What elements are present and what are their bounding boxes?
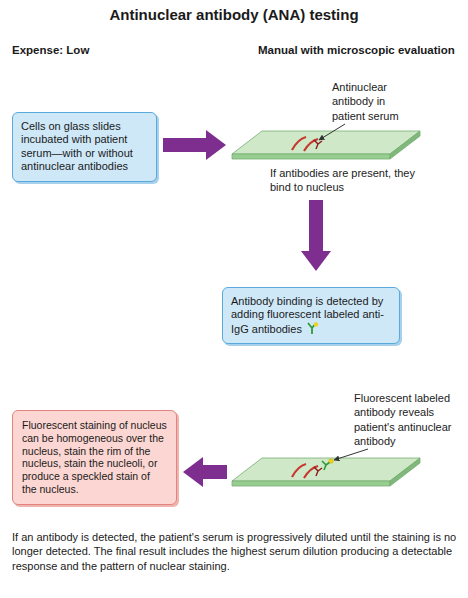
- slide-shape: [232, 455, 420, 489]
- slide-side: [390, 458, 420, 486]
- header-label: Expense: Low: [12, 44, 89, 56]
- process-box: Antibody binding is detected by adding f…: [222, 287, 400, 344]
- box-text: Cells on glass slides incubated with pat…: [21, 120, 148, 174]
- header-label: Manual with microscopic evaluation: [258, 44, 455, 56]
- slide-edge: [232, 154, 390, 159]
- box-text: Antibody binding is detected by adding f…: [231, 295, 384, 335]
- slide-edge: [232, 481, 390, 486]
- process-box: Cells on glass slides incubated with pat…: [12, 112, 157, 182]
- slide-side: [390, 131, 420, 159]
- box-text: Fluorescent staining of nucleus can be h…: [22, 419, 167, 496]
- slide-top: [232, 131, 420, 154]
- slide-callout: If antibodies are present, they bind to …: [270, 166, 420, 195]
- slide-callout: Antinuclear antibody in patient serum: [332, 80, 410, 123]
- flow-arrow: [183, 457, 227, 487]
- slide-top: [232, 458, 420, 481]
- flow-arrow: [163, 130, 226, 160]
- glass-slide: Fluorescent labeled antibody reveals pat…: [232, 455, 420, 489]
- slide-shape: [232, 128, 420, 162]
- diagram-title: Antinuclear antibody (ANA) testing: [0, 6, 468, 23]
- fluorescent-dot: [314, 322, 318, 326]
- glass-slide: Antinuclear antibody in patient serumIf …: [232, 128, 420, 162]
- antibody-icon: [305, 322, 319, 335]
- slide-callout: Fluorescent labeled antibody reveals pat…: [354, 391, 466, 448]
- flow-arrow: [301, 200, 331, 271]
- footnote-caption: If an antibody is detected, the patient'…: [12, 530, 460, 573]
- result-box: Fluorescent staining of nucleus can be h…: [12, 410, 177, 505]
